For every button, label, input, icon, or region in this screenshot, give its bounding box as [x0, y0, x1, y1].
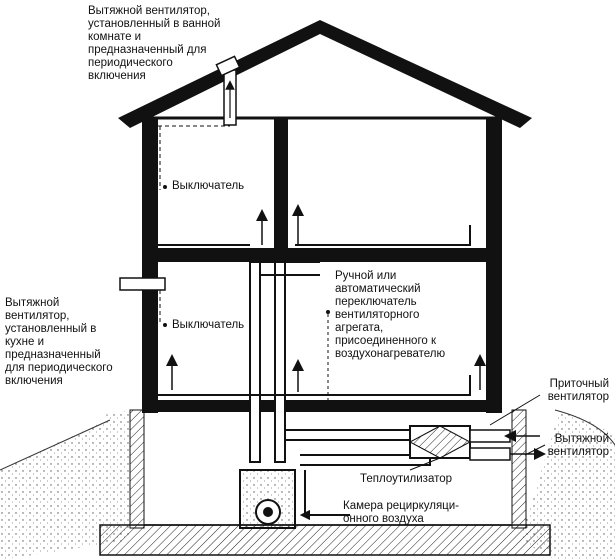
wall-right [486, 118, 502, 413]
wall-center-upper [274, 118, 288, 248]
ground-right [520, 410, 615, 560]
recirc-chamber-label: Камера рециркуляци- онного воздуха [343, 500, 460, 525]
roof-fan-label: Вытяжной вентилятор, установленный в ван… [88, 5, 221, 82]
switch-lower-mark [163, 323, 167, 327]
basement-wall-right [511, 409, 527, 529]
supply-fan-label: Приточный вентилятор [547, 378, 609, 403]
switch-lower-label: Выключатель [172, 319, 245, 331]
exhaust-fan-label: Вытяжной вентилятор [547, 433, 609, 458]
kitchen-fan-label: Вытяжной вентилятор, установленный в кух… [5, 297, 113, 387]
heat-recovery-label: Теплоутилизатор [360, 473, 453, 485]
switch-upper-label: Выключатель [172, 180, 245, 192]
manual-switch-mark [326, 310, 330, 314]
kitchen-fan [119, 277, 166, 291]
main-duct-right [274, 261, 286, 463]
floor-1 [142, 248, 502, 262]
floor-0 [142, 400, 502, 412]
wall-left [142, 118, 158, 413]
switch-upper-mark [163, 185, 167, 189]
ground [0, 410, 130, 560]
foundation-slab [99, 524, 551, 556]
manual-switch-label: Ручной или автоматический переключатель … [335, 270, 446, 360]
main-duct-left [249, 261, 261, 463]
heat-recovery-unit [408, 425, 546, 461]
furnace-unit [239, 469, 296, 529]
basement-wall-left [129, 409, 145, 529]
